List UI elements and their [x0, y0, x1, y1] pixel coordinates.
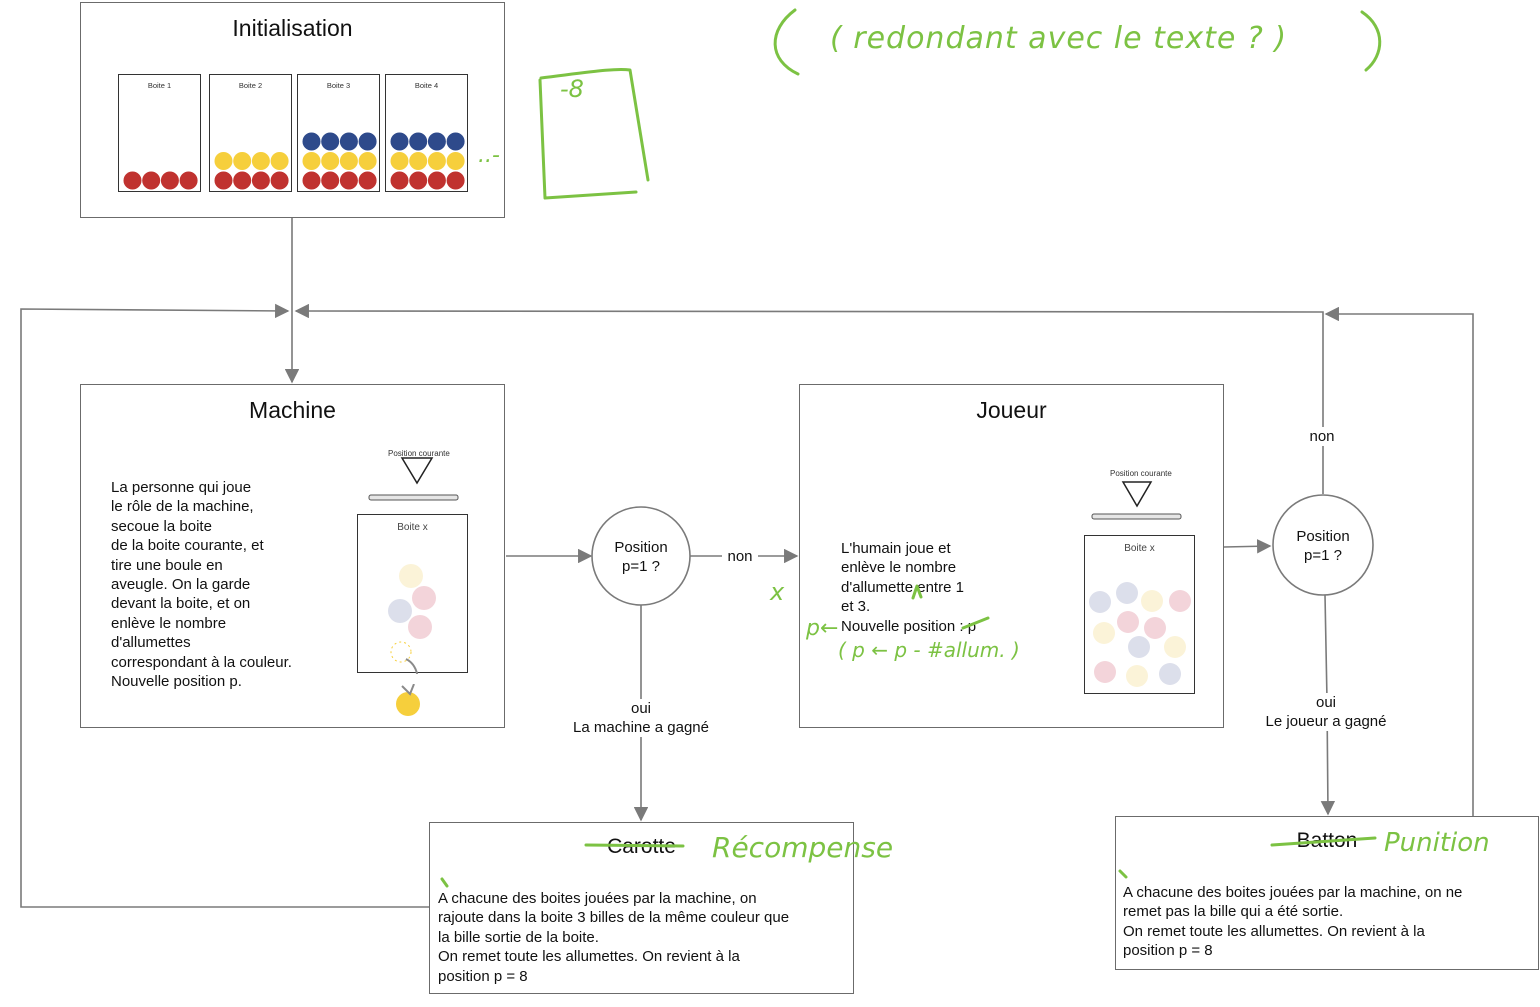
connector-batton-loop	[1324, 306, 1474, 816]
joueur-position-label: Position courante	[1110, 469, 1172, 478]
edge-label-d2-non: non	[1302, 427, 1342, 446]
joueur-position-marker	[1091, 481, 1182, 520]
marble-red	[302, 171, 321, 190]
machine-position-marker	[368, 457, 459, 501]
init-box-2: Boite 2	[209, 74, 292, 192]
marble-yellow	[358, 152, 377, 170]
marble-red	[321, 171, 340, 190]
carotte-description: A chacune des boites jouées par la machi…	[438, 890, 790, 985]
marble-red	[409, 171, 428, 190]
marble-red	[427, 171, 446, 190]
machine-panel: Machine La personne qui joue le rôle de …	[80, 384, 505, 728]
marble-red	[446, 171, 465, 190]
carotte-panel: Carotte A chacune des boites jouées par …	[429, 822, 854, 994]
joueur-box-label: Boite x	[1124, 543, 1155, 554]
marble-yellow	[233, 152, 252, 170]
init-box-label: Boite 4	[414, 81, 439, 90]
marble-red	[179, 171, 198, 190]
marble-blue	[446, 132, 465, 151]
init-box-3: Boite 3	[297, 74, 380, 192]
marble-red	[233, 171, 252, 190]
decision-2-text: Position p=1 ?	[1296, 528, 1350, 564]
marble-yellow	[270, 152, 289, 170]
machine-box-balls	[388, 564, 436, 674]
init-box-label: Boite 2	[238, 81, 263, 90]
marble-yellow	[390, 152, 409, 170]
init-box-1: Boite 1	[118, 74, 201, 192]
marble-blue	[390, 132, 409, 151]
edge-label-d1-oui: oui La machine a gagné	[560, 699, 722, 737]
marble-yellow	[251, 152, 270, 170]
init-title: Initialisation	[232, 15, 353, 41]
drawn-ball	[396, 684, 420, 716]
joueur-current-box: Boite x	[1084, 535, 1195, 694]
marble-red	[270, 171, 289, 190]
decision-1-text: Position p=1 ?	[614, 539, 668, 575]
marble-red	[358, 171, 377, 190]
connector-joueur-d2	[1223, 539, 1272, 554]
machine-box-label: Boite x	[397, 522, 428, 533]
marble-yellow	[427, 152, 446, 170]
joueur-box-balls	[1089, 582, 1191, 687]
marble-yellow	[409, 152, 428, 170]
edge-label-d1-non: non	[722, 547, 758, 566]
carotte-title: Carotte	[607, 835, 676, 858]
marble-red	[390, 171, 409, 190]
init-box-4: Boite 4	[385, 74, 468, 192]
marble-blue	[409, 132, 428, 151]
marble-blue	[302, 132, 321, 151]
marble-blue	[427, 132, 446, 151]
marble-yellow	[339, 152, 358, 170]
machine-description: La personne qui joue le rôle de la machi…	[111, 479, 292, 691]
connector-carotte-loop	[20, 303, 430, 908]
machine-current-box: Boite x	[357, 514, 468, 674]
marble-red	[251, 171, 270, 190]
marble-red	[214, 171, 233, 190]
marble-yellow	[302, 152, 321, 170]
batton-panel: Batton A chacune des boites jouées par l…	[1115, 816, 1539, 970]
marble-blue	[321, 132, 340, 151]
marble-yellow	[446, 152, 465, 170]
init-box-label: Boite 3	[326, 81, 351, 90]
marble-red	[142, 171, 161, 190]
marble-red	[160, 171, 179, 190]
joueur-title: Joueur	[976, 397, 1047, 423]
marble-yellow	[214, 152, 233, 170]
joueur-description: L'humain joue et enlève le nombre d'allu…	[841, 540, 977, 635]
marble-blue	[358, 132, 377, 151]
init-box-label: Boite 1	[147, 81, 172, 90]
init-panel: Initialisation Boite 1 Boite 2 Boite 3 Boit…	[80, 2, 505, 218]
joueur-panel: Joueur L'humain joue et enlève le nombre…	[799, 384, 1224, 728]
machine-position-label: Position courante	[388, 449, 450, 458]
marble-red	[339, 171, 358, 190]
batton-title: Batton	[1296, 829, 1358, 852]
marble-yellow	[321, 152, 340, 170]
batton-description: A chacune des boites jouées par la machi…	[1123, 884, 1463, 960]
marble-red	[123, 171, 142, 190]
marble-blue	[339, 132, 358, 151]
edge-label-d2-oui: oui Le joueur a gagné	[1250, 693, 1402, 731]
machine-title: Machine	[249, 397, 336, 423]
